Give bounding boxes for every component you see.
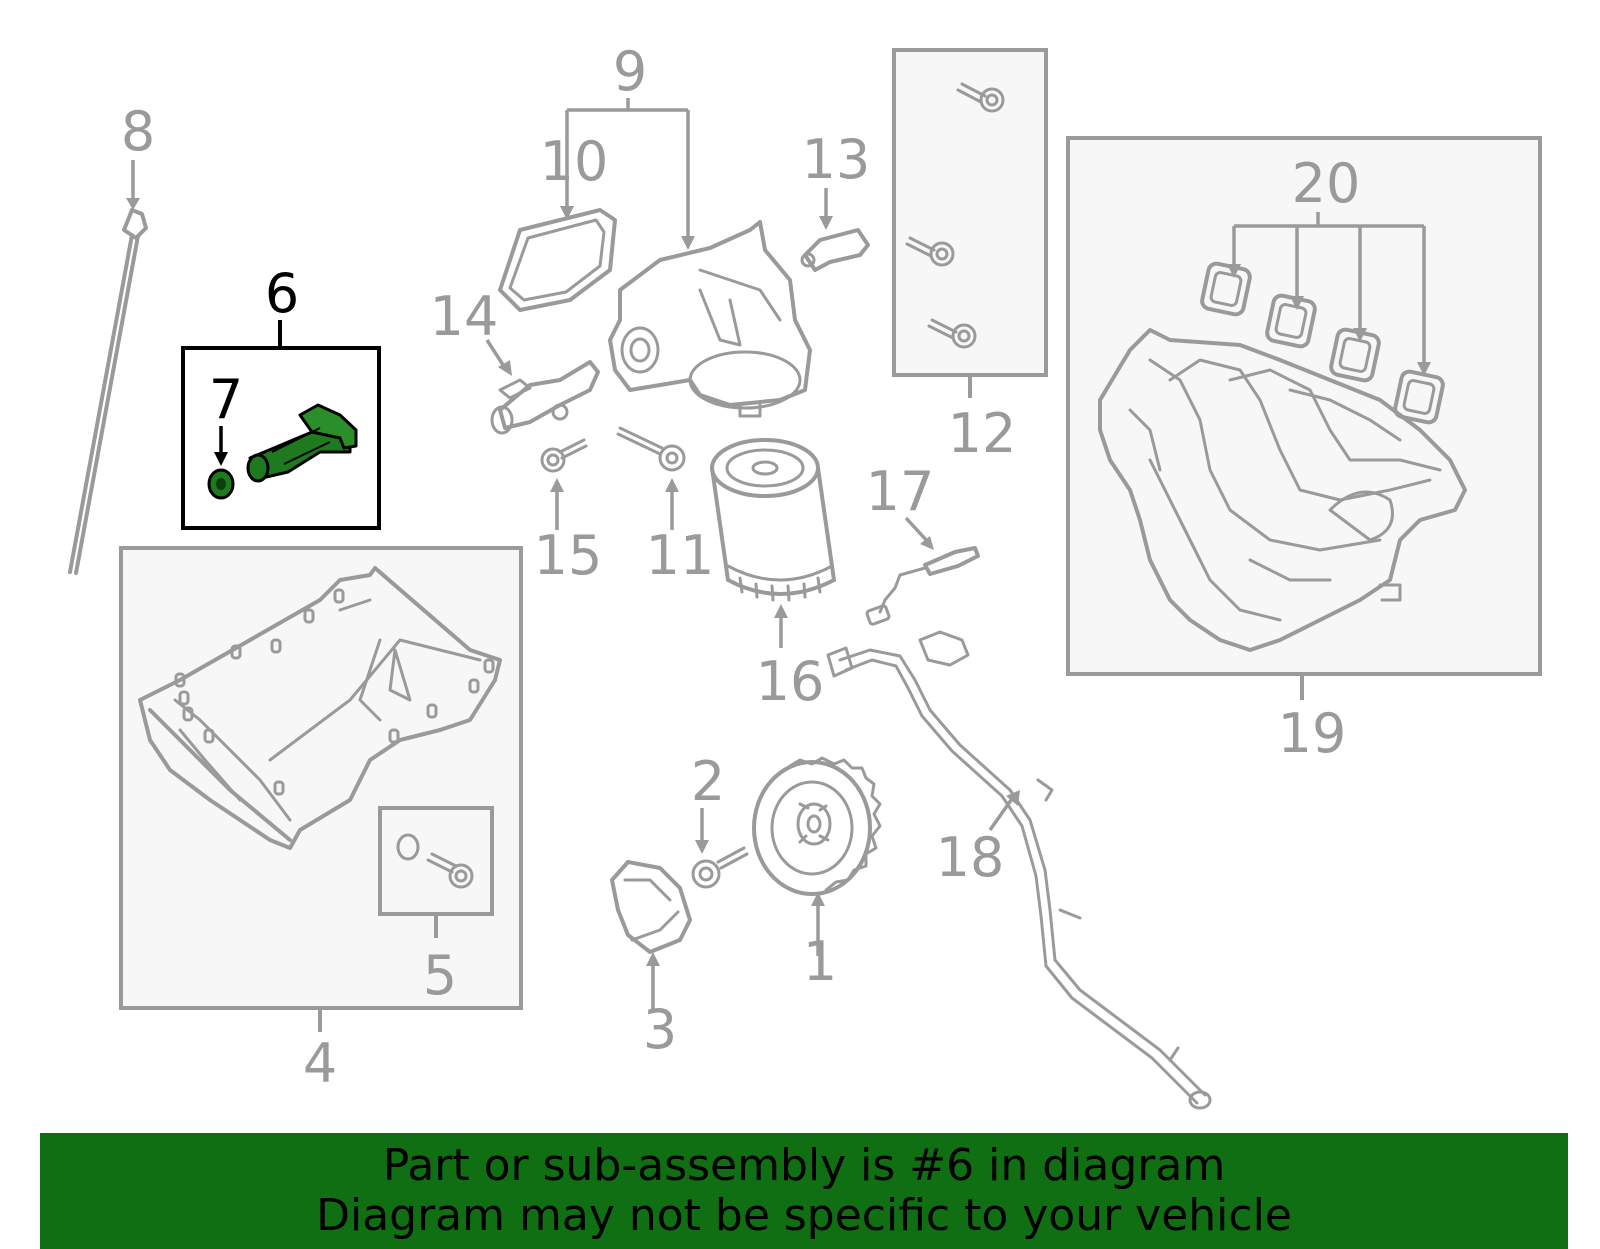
- part-1-pulley[interactable]: [752, 756, 882, 956]
- callout-16: 16: [756, 650, 825, 713]
- part-7-o-ring[interactable]: [207, 426, 235, 500]
- callout-1: 1: [803, 930, 837, 993]
- part-3-bracket[interactable]: [610, 860, 692, 1012]
- callout-3: 3: [643, 998, 677, 1061]
- callout-5: 5: [423, 944, 457, 1007]
- part-18-harness[interactable]: [826, 630, 1212, 1110]
- part-8-dipstick[interactable]: [68, 160, 148, 575]
- callout-14: 14: [430, 285, 499, 348]
- part-19-intake-manifold-box[interactable]: [1066, 136, 1542, 700]
- callout-4: 4: [303, 1032, 337, 1095]
- part-14-solenoid[interactable]: [485, 339, 600, 435]
- callout-11: 11: [646, 524, 715, 587]
- callout-9: 9: [613, 40, 647, 103]
- part-4-oil-pan-box[interactable]: [119, 546, 523, 1032]
- callout-20: 20: [1292, 152, 1361, 215]
- callout-2: 2: [691, 750, 725, 813]
- part-9-10-oil-pump[interactable]: [498, 98, 812, 418]
- callout-12: 12: [948, 402, 1017, 465]
- banner-line-1: Part or sub-assembly is #6 in diagram: [382, 1140, 1226, 1191]
- part-20-gaskets[interactable]: [1200, 212, 1445, 425]
- callout-6: 6: [265, 262, 299, 325]
- callout-13: 13: [802, 128, 871, 191]
- banner-line-2: Diagram may not be specific to your vehi…: [316, 1190, 1292, 1241]
- part-6-component[interactable]: [246, 403, 358, 483]
- callout-15: 15: [534, 524, 603, 587]
- part-15-bolt[interactable]: [540, 438, 588, 530]
- info-banner: Part or sub-assembly is #6 in diagram Di…: [40, 1133, 1568, 1249]
- part-13-sensor[interactable]: [800, 188, 870, 272]
- callout-19: 19: [1278, 702, 1347, 765]
- part-16-oil-filter[interactable]: [710, 438, 836, 648]
- part-2-bolt[interactable]: [691, 808, 749, 889]
- callout-17: 17: [866, 460, 935, 523]
- part-11-bolt[interactable]: [616, 426, 686, 530]
- callout-18: 18: [936, 826, 1005, 889]
- callout-10: 10: [540, 130, 609, 193]
- callout-8: 8: [121, 100, 155, 163]
- part-12-bolts-box[interactable]: [892, 48, 1048, 398]
- part-17-sensor[interactable]: [865, 516, 980, 626]
- callout-7: 7: [209, 368, 243, 431]
